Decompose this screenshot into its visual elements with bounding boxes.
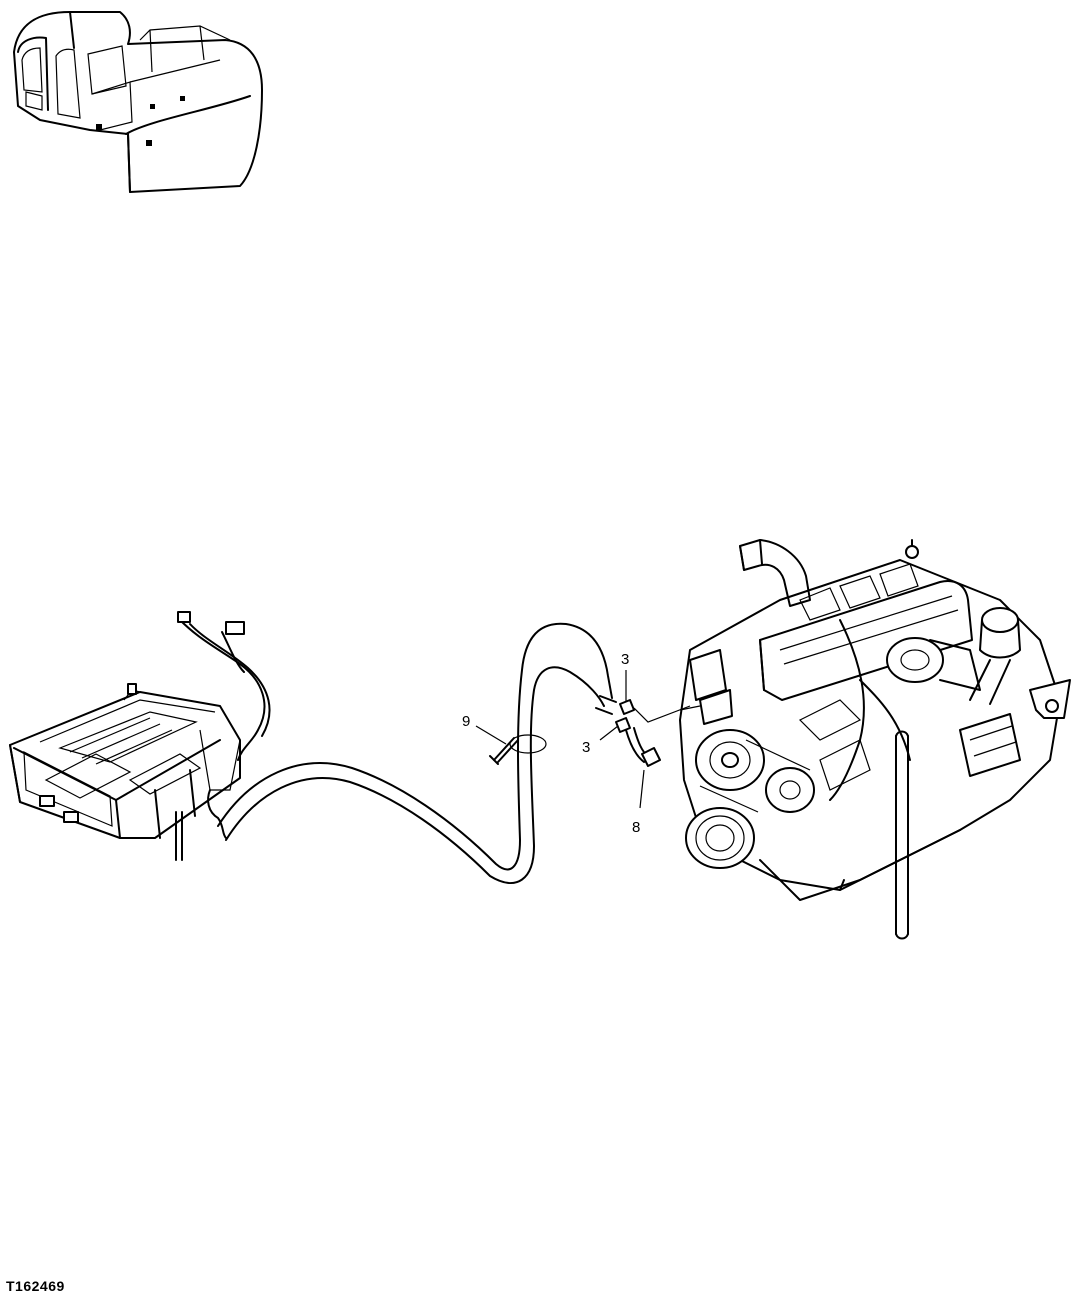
fitting <box>615 699 691 767</box>
machine-locator-icon <box>13 11 263 193</box>
engine-assembly <box>679 539 1071 940</box>
heater-hose <box>217 622 617 884</box>
callout-3-upper: 3 <box>621 651 629 668</box>
callout-leaders <box>475 670 645 809</box>
heater-unit <box>9 683 241 861</box>
hose-clamp <box>489 734 547 765</box>
callout-9: 9 <box>462 713 470 730</box>
callout-8: 8 <box>632 819 640 836</box>
callout-3-lower: 3 <box>582 739 590 756</box>
heater-wire-harness <box>177 611 271 839</box>
figure-id: T162469 <box>6 1278 65 1294</box>
